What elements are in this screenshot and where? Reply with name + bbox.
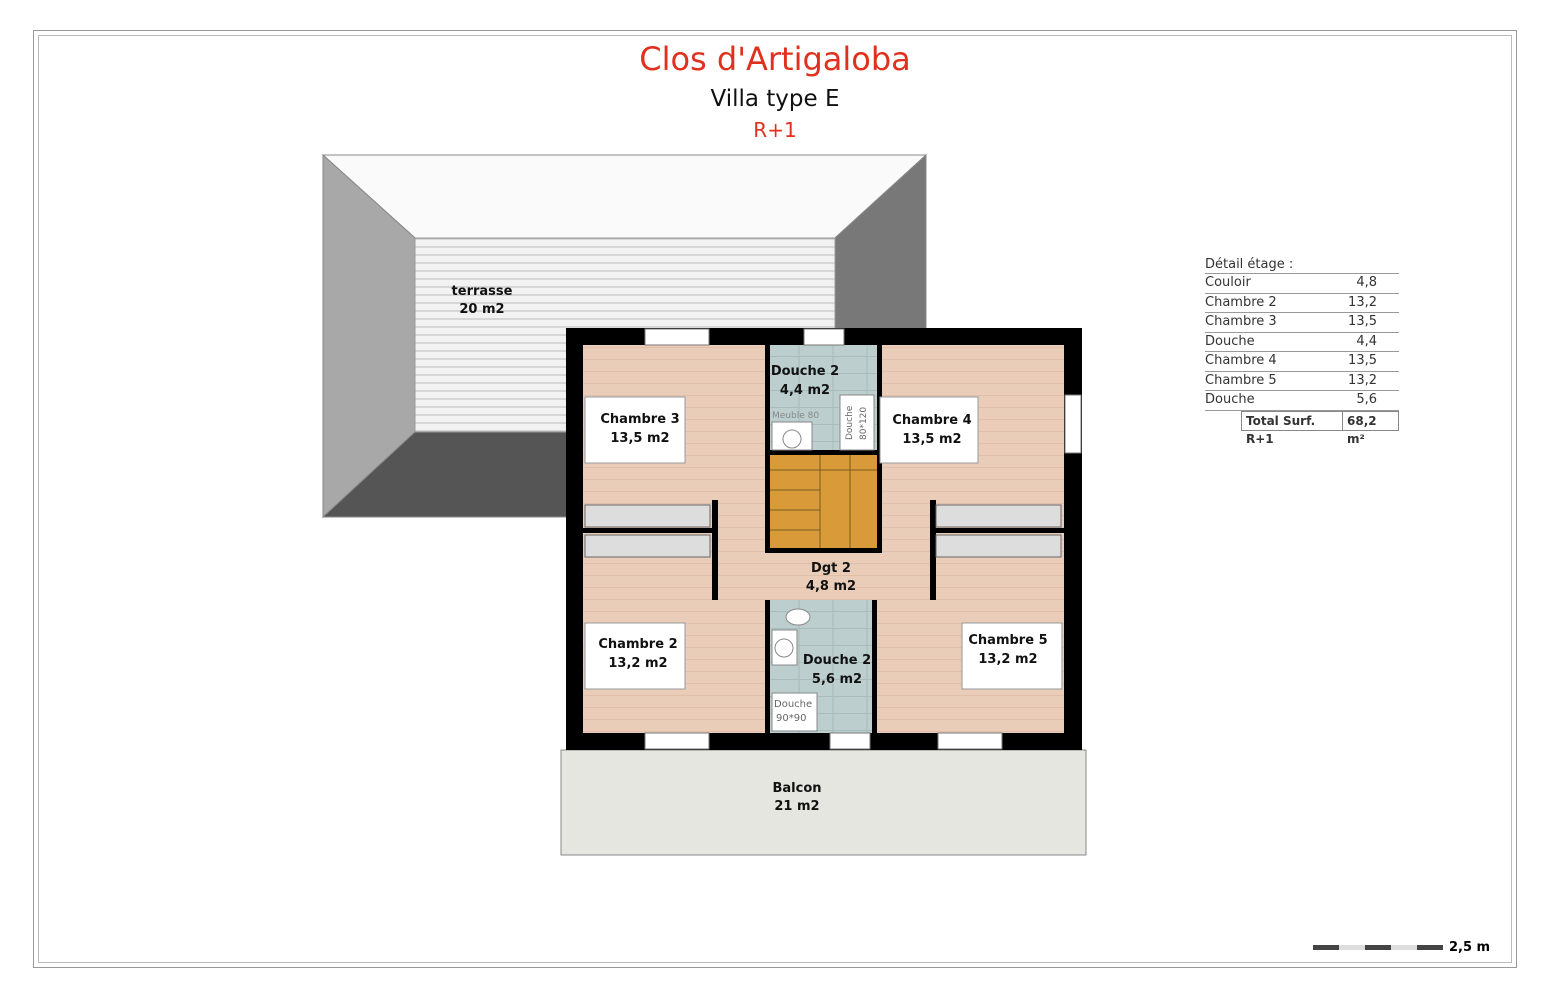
shower-top-label: Douche xyxy=(845,405,855,440)
scale-label: 2,5 m xyxy=(1449,940,1491,955)
room-dgt2-name: Dgt 2 xyxy=(811,561,851,576)
room-chambre2-area: 13,2 m2 xyxy=(608,656,667,671)
staircase xyxy=(770,455,877,548)
room-douche2-bottom-area: 5,6 m2 xyxy=(812,672,862,687)
shower-bottom-label: Douche xyxy=(774,699,812,710)
terrace-name: terrasse xyxy=(452,284,513,299)
balcony-area: 21 m2 xyxy=(774,799,819,814)
room-chambre5-name: Chambre 5 xyxy=(968,633,1047,648)
page-frame xyxy=(33,30,1517,968)
balcony-name: Balcon xyxy=(772,781,821,796)
beds xyxy=(584,396,1063,690)
detail-heading: Détail étage : xyxy=(1205,257,1399,274)
room-chambre3-area: 13,5 m2 xyxy=(610,431,669,446)
shower-trays xyxy=(771,394,875,732)
meuble-label: Meuble 80 xyxy=(772,411,819,421)
shower-top-size: 80*120 xyxy=(859,407,869,440)
page-inner-frame xyxy=(38,35,1512,963)
room-douche2-bottom-name: Douche 2 xyxy=(803,653,871,668)
room-douche2-top-area: 4,4 m2 xyxy=(780,383,830,398)
room-dgt2-area: 4,8 m2 xyxy=(806,579,856,594)
room-chambre4-area: 13,5 m2 xyxy=(902,432,961,447)
room-chambre2-name: Chambre 2 xyxy=(598,637,677,652)
scale-bar: 2,5 m xyxy=(1313,940,1490,955)
room-chambre4-name: Chambre 4 xyxy=(892,413,971,428)
balcony xyxy=(560,749,1087,856)
room-chambre5-area: 13,2 m2 xyxy=(978,652,1037,667)
room-douche2-top-name: Douche 2 xyxy=(771,364,839,379)
villa-type: Villa type E xyxy=(710,86,840,112)
project-title: Clos d'Artigaloba xyxy=(639,40,911,78)
windows xyxy=(644,328,1082,750)
room-chambre3-name: Chambre 3 xyxy=(600,412,679,427)
shower-bottom-size: 90*90 xyxy=(776,713,806,724)
terrace-area: 20 m2 xyxy=(459,302,504,317)
wardrobes xyxy=(584,504,1062,558)
floor-level: R+1 xyxy=(753,118,797,142)
